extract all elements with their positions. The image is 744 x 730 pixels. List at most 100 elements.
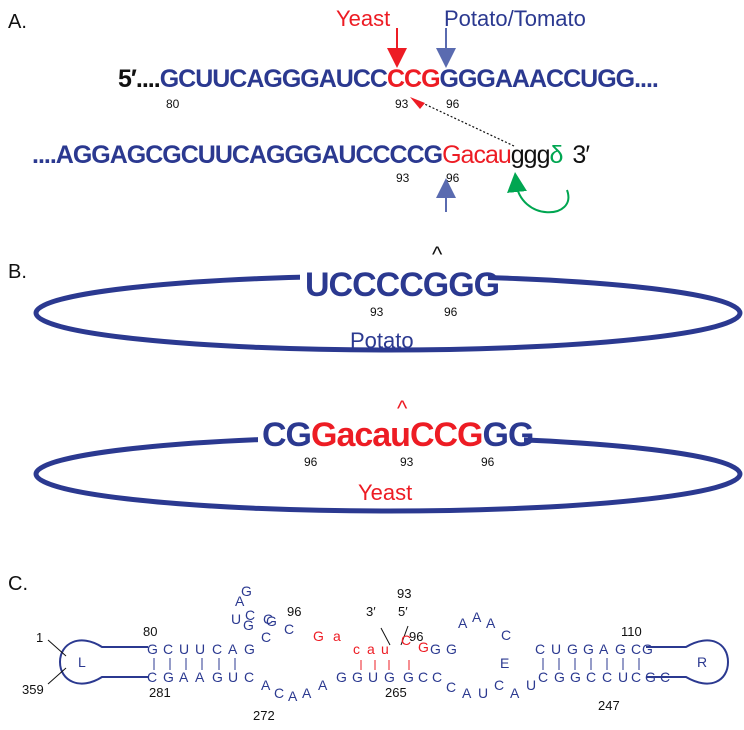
nt-right-bot-2: U <box>478 685 488 701</box>
bottom-strand-3prime: 3′ <box>572 141 590 169</box>
yeast-seq-right: GG <box>483 416 534 454</box>
loop-right <box>646 639 730 685</box>
nt-bot-left-3: A <box>195 669 205 685</box>
nt-top-mid-0: G <box>430 641 441 657</box>
nt-top-left-6: G <box>244 641 255 657</box>
num-272: 272 <box>253 708 275 723</box>
potato-tomato-label: Potato/Tomato <box>444 6 586 31</box>
nt-right-bot-6: C <box>538 669 548 685</box>
nt-top-left-4: C <box>212 641 222 657</box>
nt-right-bot-8: G <box>570 669 581 685</box>
tick-1 <box>47 639 67 657</box>
nt-right-bot-0: C <box>446 679 456 695</box>
num-3prime: 3′ <box>366 604 376 619</box>
nt-hairpin-6: G <box>266 613 277 629</box>
nt-top-left-5: A <box>228 641 238 657</box>
yeast-label-b: Yeast <box>358 480 412 505</box>
loop-right-label: R <box>697 654 707 670</box>
nt-right-bot-13: G <box>645 669 656 685</box>
panel-b-label: B. <box>8 261 27 283</box>
nt-right-bot-12: C <box>631 669 641 685</box>
yeast-label: Yeast <box>336 6 390 31</box>
nt-bot-left-5: U <box>228 669 238 685</box>
potato-num-93: 93 <box>370 305 384 319</box>
bottom-strand-seg1: ....AGGAGCGCUUCAGGGAUCCCCG <box>32 141 442 169</box>
loop-left <box>58 639 148 685</box>
nt-right-bot-9: C <box>586 669 596 685</box>
potato-num-96: 96 <box>444 305 458 319</box>
nt-right-top-6: C <box>631 641 641 657</box>
nt-right-bot-1: A <box>462 685 472 701</box>
nt-top-left-3: U <box>195 641 205 657</box>
letter-e: E <box>500 655 509 671</box>
yeast-seq-red: GacauCCG <box>311 416 483 454</box>
yeast-seq-bg <box>258 422 524 456</box>
nt-right-bot-3: C <box>494 677 504 693</box>
num-96-c1: 96 <box>287 604 301 619</box>
nt-right-top-1: U <box>551 641 561 657</box>
nt-bot-left-2: A <box>179 669 189 685</box>
num-80-c: 80 <box>143 624 157 639</box>
nt-right-bot-4: A <box>510 685 520 701</box>
num-265: 265 <box>385 685 407 700</box>
potato-seq: UCCCCGGG <box>305 266 499 304</box>
nt-bot-left-6: C <box>244 669 254 685</box>
num-80: 80 <box>166 97 180 111</box>
num-110: 110 <box>621 624 642 639</box>
num-96-c2: 96 <box>409 629 423 644</box>
nt-top-mid-1: G <box>446 641 457 657</box>
nt-bot-mid-10: C <box>418 669 428 685</box>
num-1: 1 <box>36 630 43 645</box>
nt-hairpin-3: A <box>235 593 245 609</box>
nt-red-4: u <box>381 641 389 657</box>
yeast-seq-left: CG <box>262 416 311 454</box>
tick-359 <box>47 667 67 685</box>
nt-right-top-2: G <box>567 641 578 657</box>
nt-bot-mid-7: U <box>368 669 378 685</box>
nt-top-left-0: G <box>147 641 158 657</box>
caret-potato: ^ <box>432 242 443 267</box>
potato-seq-bg <box>300 268 488 302</box>
top-strand: 5′....GCUUCAGGGAUCCCCGGGGAAACCUGG.... <box>118 65 658 93</box>
yeast-num-96a: 96 <box>304 455 318 469</box>
nt-right-bot-5: U <box>526 677 536 693</box>
nt-right-top-7: G <box>642 641 653 657</box>
green-curved-arrow <box>507 172 570 214</box>
nt-hairpin-8: G <box>241 583 252 599</box>
nt-bot-mid-1: C <box>274 685 284 701</box>
panel-c-label: C. <box>8 573 28 595</box>
top-strand-seg1: GCUUCAGGGAUCC <box>160 65 388 93</box>
nt-hairpin-2: C <box>263 611 273 627</box>
nt-bot-mid-3: A <box>302 685 312 701</box>
nt-top-mid-3: A <box>472 609 482 625</box>
nt-top-mid-5: C <box>501 627 511 643</box>
nt-bot-left-1: G <box>163 669 174 685</box>
nt-red-1: a <box>333 628 341 644</box>
num-93-c: 93 <box>397 586 411 601</box>
num-247: 247 <box>598 698 620 713</box>
nt-bot-mid-11: C <box>432 669 442 685</box>
tick-5prime <box>400 625 409 646</box>
nt-right-bot-7: G <box>554 669 565 685</box>
nt-right-top-0: C <box>535 641 545 657</box>
num-93-bottom: 93 <box>396 171 410 185</box>
nt-hairpin-5: C <box>261 629 271 645</box>
nt-red-2: c <box>353 641 360 657</box>
num-5prime: 5′ <box>398 604 408 619</box>
nt-bot-mid-0: A <box>261 677 271 693</box>
nt-bot-mid-2: A <box>288 688 298 704</box>
nt-top-left-2: U <box>179 641 189 657</box>
top-strand-prefix: 5′.... <box>118 65 160 93</box>
nt-bot-mid-4: A <box>318 677 328 693</box>
nt-top-left-1: C <box>163 641 173 657</box>
panel-a-label: A. <box>8 11 27 33</box>
nt-hairpin-7: C <box>284 621 294 637</box>
nt-right-top-3: G <box>583 641 594 657</box>
nt-right-bot-11: U <box>618 669 628 685</box>
num-96-top: 96 <box>446 97 460 111</box>
delta-symbol: δ <box>550 141 563 169</box>
nt-red-5: C <box>401 632 411 648</box>
